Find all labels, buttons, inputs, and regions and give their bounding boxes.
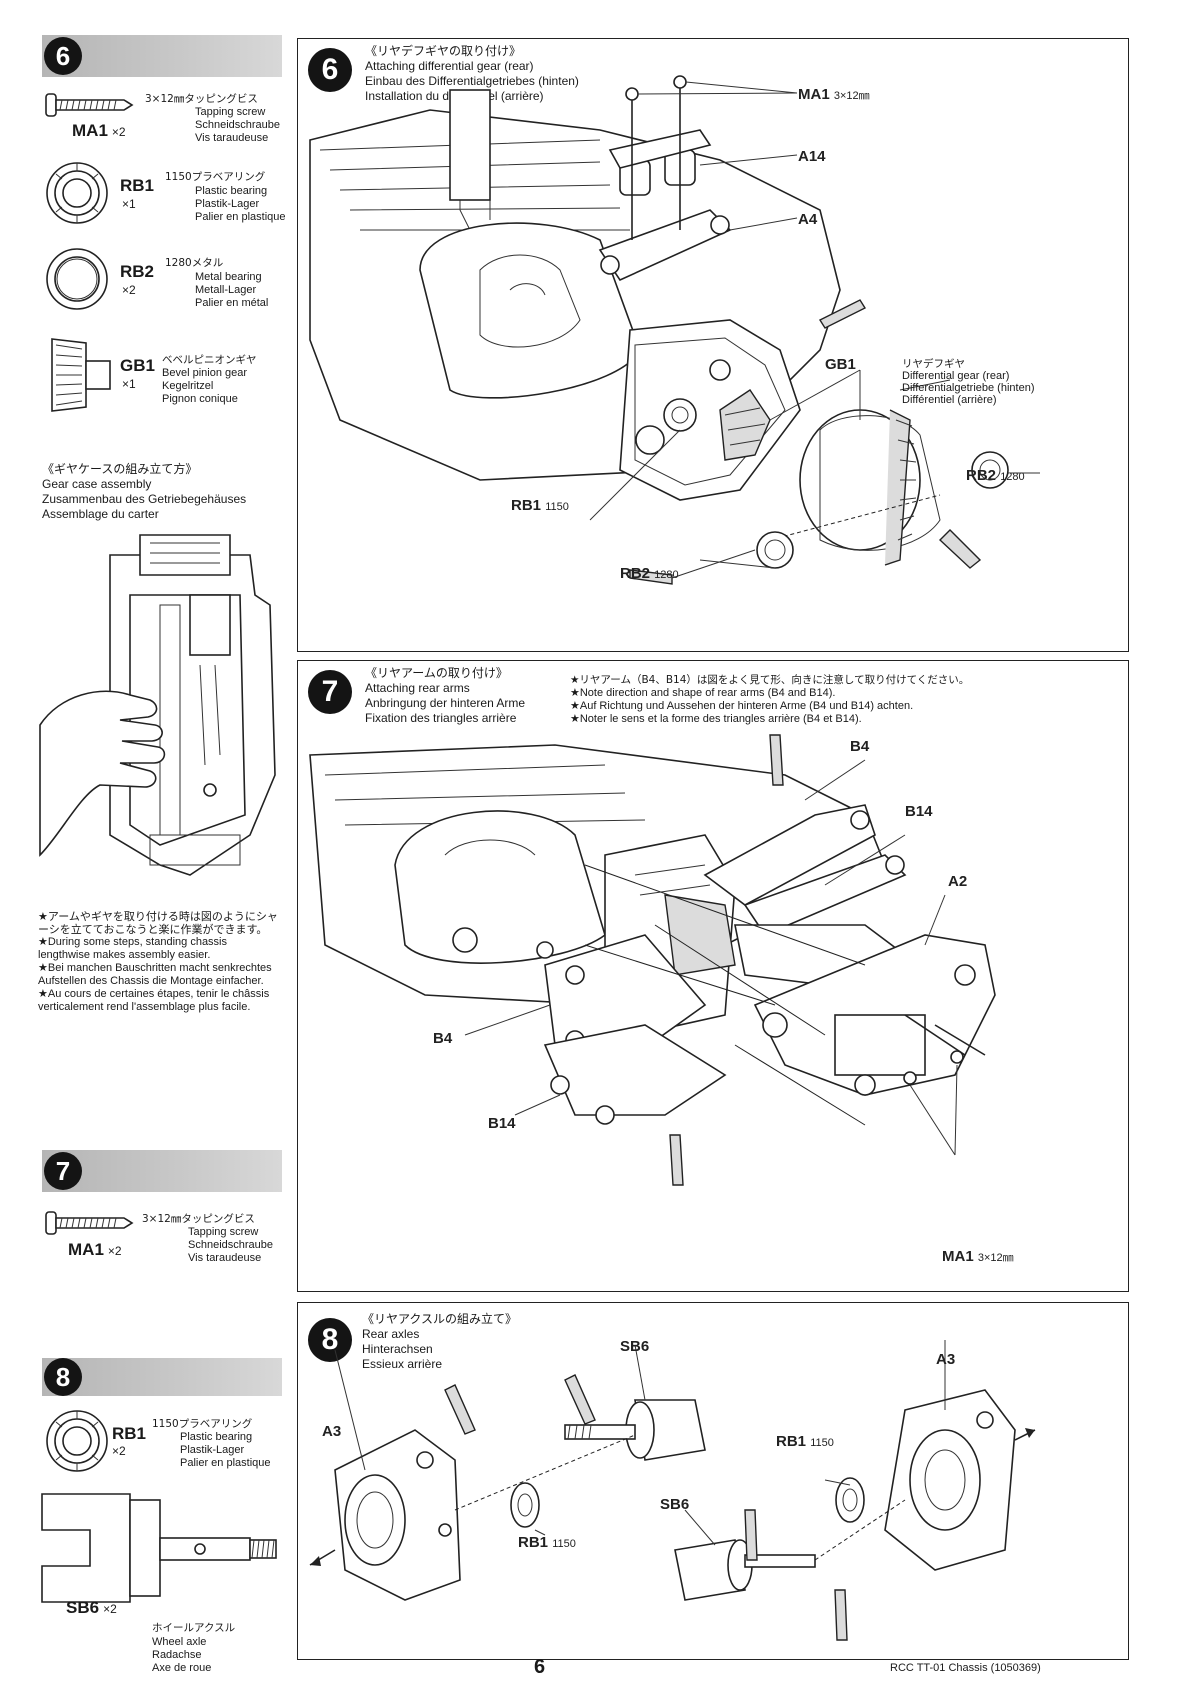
rear-axles-assembly-diagram <box>309 1340 1036 1641</box>
label-ma1-step7: MA1 3×12㎜ <box>942 1248 1014 1265</box>
part-code-sb6: SB6×2 <box>66 1598 117 1617</box>
metal-bearing-icon <box>46 248 108 310</box>
part-desc-rb2: Metal bearing Metall-Lager Palier en mét… <box>195 271 269 309</box>
rear-differential-assembly-diagram <box>309 75 1040 585</box>
part-desc-rb1: Plastic bearing Plastik-Lager Palier en … <box>195 185 286 223</box>
part-desc-sb6: Wheel axle Radachse Axe de roue <box>152 1636 212 1674</box>
part-code-ma1: MA1×2 <box>72 121 126 140</box>
label-a3-right: A3 <box>936 1351 956 1368</box>
part-desc-ma1-step7: Tapping screw Schneidschraube Vis taraud… <box>188 1226 274 1264</box>
label-ma1: MA1 3×12㎜ <box>798 86 870 103</box>
panel8-title: 《リヤアクスルの組み立て》 Rear axles Hinterachsen Es… <box>362 1312 518 1371</box>
part-qty-rb1: ×1 <box>122 197 136 211</box>
part-code-rb1-step8: RB1 <box>112 1424 147 1443</box>
document-id: RCC TT-01 Chassis (1050369) <box>890 1662 1041 1674</box>
panel7-title: 《リヤアームの取り付け》 Attaching rear arms Anbring… <box>365 666 526 725</box>
label-a4: A4 <box>798 211 818 228</box>
part-qty-rb1-step8: ×2 <box>112 1444 126 1458</box>
tapping-screw-icon <box>45 1211 134 1235</box>
step8-header-bar <box>42 1358 282 1396</box>
tapping-screw-icon <box>45 93 134 117</box>
label-a2: A2 <box>948 873 968 890</box>
rear-arms-assembly-diagram <box>309 734 996 1186</box>
label-rb1: RB1 1150 <box>511 497 569 514</box>
label-gb1: GB1 <box>825 356 856 373</box>
part-code-ma1-step7: MA1×2 <box>68 1240 122 1259</box>
part-jp-ma1: 3×12㎜タッピングビス <box>145 93 258 105</box>
label-rb1-right: RB1 1150 <box>776 1433 834 1450</box>
step8-number: 8 <box>44 1358 82 1396</box>
part-jp-rb2: 1280メタル <box>165 257 224 269</box>
plastic-bearing-icon <box>46 162 108 224</box>
wheel-axle-icon <box>41 1493 277 1603</box>
label-sb6-bottom: SB6 <box>660 1496 690 1513</box>
part-code-gb1: GB1 <box>120 356 155 375</box>
part-desc-gb1: Bevel pinion gear Kegelritzel Pignon con… <box>162 367 248 405</box>
label-a14: A14 <box>798 148 826 165</box>
part-desc-rb1-step8: Plastic bearing Plastik-Lager Palier en … <box>180 1431 271 1469</box>
label-rb1-left: RB1 1150 <box>518 1534 576 1551</box>
label-rb2-bottom: RB2 1280 <box>620 565 679 582</box>
part-jp-ma1-step7: 3×12㎜タッピングビス <box>142 1213 255 1225</box>
part-qty-rb2: ×2 <box>122 283 136 297</box>
gearcase-title: 《ギヤケースの組み立て方》 Gear case assembly Zusamme… <box>42 462 247 521</box>
part-jp-gb1: ベベルピニオンギヤ <box>162 354 257 366</box>
part-jp-sb6: ホイールアクスル <box>152 1622 236 1634</box>
label-diff-gear: リヤデフギヤ Differential gear (rear) Differen… <box>902 358 1035 406</box>
part-jp-rb1: 1150プラベアリング <box>165 171 266 183</box>
label-rb2-right: RB2 1280 <box>966 467 1025 484</box>
label-b4-top: B4 <box>850 738 870 755</box>
panel7-notes: ★リヤアーム（B4、B14）は図をよく見て形、向きに注意して取り付けてください。… <box>570 674 970 725</box>
panel7-number: 7 <box>308 670 352 714</box>
label-b14-bottom: B14 <box>488 1115 516 1132</box>
label-b4-bottom: B4 <box>433 1030 453 1047</box>
step7-header-bar <box>42 1150 282 1192</box>
standing-chassis-tip: ★アームやギヤを取り付ける時は図のようにシャーシを立てておこなうと楽に作業ができ… <box>38 910 278 1013</box>
step6-number: 6 <box>44 37 82 75</box>
panel6-number: 6 <box>308 48 352 92</box>
page-number: 6 <box>534 1656 546 1678</box>
part-qty-gb1: ×1 <box>122 377 136 391</box>
panel8-number: 8 <box>308 1318 352 1362</box>
panel6-title: 《リヤデフギヤの取り付け》 Attaching differential gea… <box>365 44 579 103</box>
plastic-bearing-icon <box>46 1410 108 1472</box>
label-sb6-top: SB6 <box>620 1338 650 1355</box>
bevel-pinion-gear-icon <box>51 338 111 412</box>
part-code-rb1: RB1 <box>120 176 155 195</box>
chassis-standing-illustration <box>39 534 276 876</box>
step6-header-bar <box>42 35 282 77</box>
step7-number: 7 <box>44 1152 82 1190</box>
part-code-rb2: RB2 <box>120 262 155 281</box>
part-jp-rb1-step8: 1150プラベアリング <box>152 1418 253 1430</box>
label-b14-top: B14 <box>905 803 933 820</box>
part-desc-ma1: Tapping screw Schneidschraube Vis taraud… <box>195 106 281 144</box>
label-a3-left: A3 <box>322 1423 342 1440</box>
